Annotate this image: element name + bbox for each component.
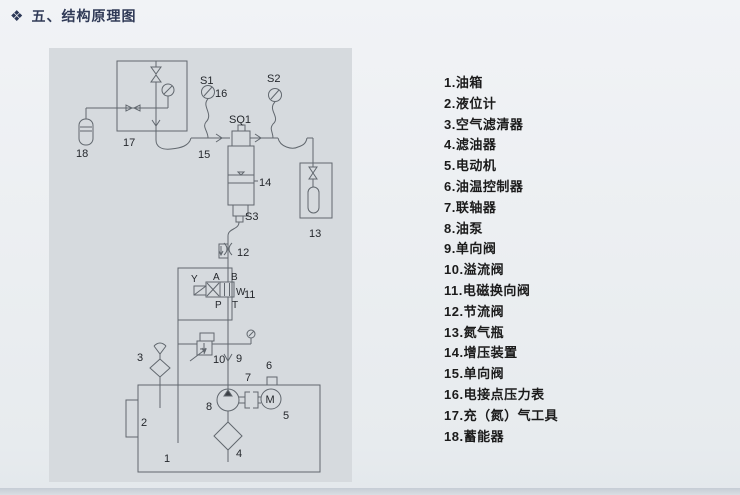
- port-t: T: [232, 300, 238, 311]
- booster-symbol: [227, 124, 258, 223]
- label-s2: S2: [267, 73, 280, 85]
- page-title: 五、结构原理图: [31, 8, 137, 24]
- label-s3: S3: [245, 211, 258, 223]
- label-17: 17: [123, 137, 135, 149]
- legend-item: 16.电接点压力表: [444, 386, 545, 402]
- accumulator-symbol: [78, 108, 94, 146]
- port-b: B: [231, 272, 238, 283]
- legend-item: 7.联轴器: [444, 199, 497, 215]
- label-12: 12: [237, 247, 249, 259]
- coupler-icon: [132, 104, 141, 112]
- legend-item: 18.蓄能器: [444, 428, 505, 444]
- legend-item: 15.单向阀: [444, 366, 505, 382]
- diamond-bullet-icon: ❖: [10, 7, 24, 25]
- label-13: 13: [309, 228, 321, 240]
- pressure-gauge-16: [201, 85, 215, 139]
- legend-item: 1.油箱: [444, 75, 483, 90]
- label-7: 7: [245, 372, 251, 384]
- relief-valve-symbol: [178, 329, 256, 362]
- port-a: A: [213, 272, 220, 283]
- label-18: 18: [76, 148, 88, 160]
- label-sq1: SQ1: [229, 114, 251, 126]
- throttle-valve-symbol: [218, 221, 240, 282]
- label-11: 11: [244, 289, 255, 301]
- check-valve-9-symbol: [223, 353, 233, 363]
- legend-item: 9.单向阀: [444, 241, 497, 257]
- port-w: W: [236, 287, 246, 298]
- label-16: 16: [215, 88, 227, 100]
- oil-filter-symbol: [213, 411, 243, 462]
- bottom-edge-shadow: [0, 488, 740, 495]
- directional-valve-symbol: [177, 267, 235, 443]
- legend-item: 4.滤油器: [444, 137, 497, 153]
- legend-item: 6.油温控制器: [444, 178, 524, 194]
- port-y: Y: [191, 274, 198, 285]
- oil-tank-symbol: [125, 384, 321, 473]
- pressure-gauge-s2: [268, 88, 282, 139]
- check-valve-15-line: [155, 133, 230, 150]
- legend-item: 17.充（氮）气工具: [444, 407, 559, 423]
- legend-item: 10.溢流阀: [444, 262, 505, 278]
- temp-controller-symbol: [266, 376, 278, 386]
- legend-item: 11.电磁换向阀: [444, 282, 531, 298]
- legend-item: 12.节流阀: [444, 303, 505, 319]
- label-4: 4: [236, 448, 242, 460]
- legend-item: 3.空气滤清器: [444, 116, 524, 132]
- label-9: 9: [236, 353, 242, 365]
- legend-list: 1.油箱 2.液位计 3.空气滤清器 4.滤油器 5.电动机 6.油温控制器 7…: [444, 73, 558, 447]
- diagram-panel: [49, 48, 352, 482]
- legend-item: 2.液位计: [444, 95, 497, 111]
- label-6: 6: [266, 360, 272, 372]
- label-3: 3: [137, 352, 143, 364]
- label-1: 1: [164, 453, 170, 465]
- label-s1: S1: [200, 75, 213, 87]
- legend-item: 14.增压装置: [444, 345, 518, 361]
- line-to-bottle: [250, 133, 314, 163]
- page-header: ❖ 五、结构原理图: [10, 6, 136, 26]
- port-p: P: [215, 300, 222, 311]
- coupling-symbol: [239, 391, 261, 409]
- pump-symbol: [216, 388, 240, 412]
- label-10: 10: [213, 354, 225, 366]
- label-14: 14: [259, 177, 271, 189]
- nitrogen-bottle-symbol: [299, 162, 333, 219]
- legend-item: 13.氮气瓶: [444, 324, 505, 340]
- motor-letter: M: [266, 394, 275, 406]
- label-8: 8: [206, 401, 212, 413]
- coupler-icon: [125, 104, 134, 112]
- motor-symbol: [260, 388, 282, 410]
- label-15: 15: [198, 149, 210, 161]
- legend-item: 8.油泵: [444, 220, 483, 236]
- label-5: 5: [283, 410, 289, 422]
- label-2: 2: [141, 417, 147, 429]
- charging-tool-box: [86, 60, 188, 140]
- legend-item: 5.电动机: [444, 158, 497, 174]
- air-filter-symbol: [149, 342, 171, 408]
